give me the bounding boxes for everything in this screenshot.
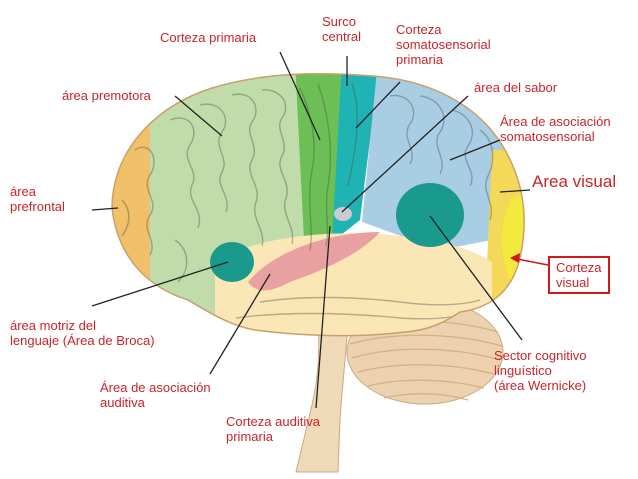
leader-area-visual <box>499 189 531 193</box>
leader-broca <box>91 261 229 307</box>
label-corteza-auditiva: Corteza auditiva primaria <box>226 414 320 444</box>
region-motor <box>295 73 345 260</box>
label-asociacion-auditiva: Área de asociación auditiva <box>100 380 211 410</box>
region-somatosensory <box>332 73 380 242</box>
leader-somatosensorial <box>355 81 401 129</box>
label-area-visual: Area visual <box>532 172 617 191</box>
leader-prefrontal <box>91 207 119 211</box>
label-broca: área motriz del lenguaje (Área de Broca) <box>10 318 155 348</box>
leader-asociacion-somato <box>449 139 501 161</box>
label-wernicke: Sector cognitivo linguístico (área Werni… <box>494 348 587 393</box>
leader-corteza-auditiva <box>315 225 331 409</box>
region-visual-inner <box>502 196 525 284</box>
region-auditory <box>248 232 380 291</box>
label-corteza-somatosensorial: Corteza somatosensorial primaria <box>396 22 491 67</box>
gyri-lines <box>121 83 494 320</box>
visual-arrow <box>510 253 549 266</box>
label-asociacion-somatosensorial: Área de asociación somatosensorial <box>500 114 611 144</box>
region-broca <box>210 242 254 282</box>
leader-lines <box>91 51 531 409</box>
region-wernicke <box>396 183 464 247</box>
brainstem <box>295 317 349 473</box>
leader-corteza-primaria <box>279 51 321 141</box>
label-area-sabor: área del sabor <box>474 80 558 95</box>
label-corteza-visual: Corteza visual <box>556 260 602 290</box>
leader-sabor <box>341 95 469 213</box>
leader-premotora <box>174 95 223 137</box>
leader-wernicke <box>429 215 523 341</box>
brain-outline <box>111 73 525 337</box>
leader-asociacion-auditiva <box>209 273 271 375</box>
corteza-visual-box: Corteza visual <box>548 256 610 294</box>
region-taste <box>334 207 352 221</box>
label-surco-central: Surco central <box>322 14 362 44</box>
label-area-prefrontal: área prefrontal <box>10 184 65 214</box>
label-corteza-primaria: Corteza primaria <box>160 30 257 45</box>
label-area-premotora: área premotora <box>62 88 151 103</box>
